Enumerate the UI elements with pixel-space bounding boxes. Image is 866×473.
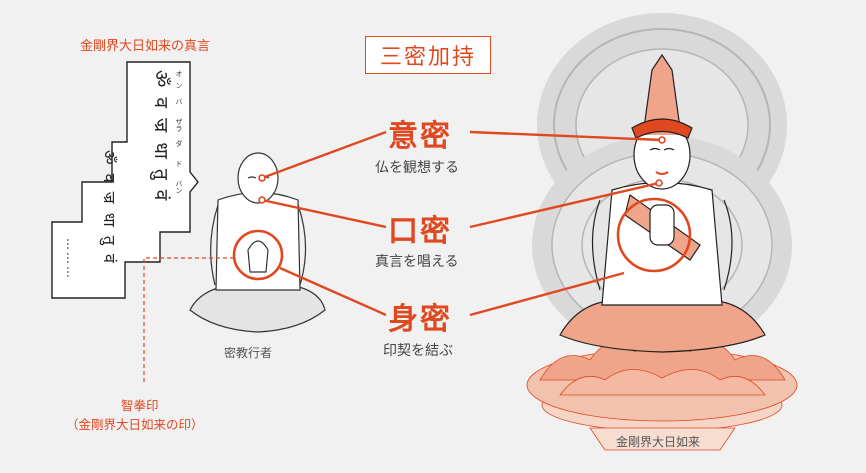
speech-mystery-desc: 真言を唱える	[375, 254, 459, 270]
mantra-speech-bubble	[51, 61, 199, 299]
mantra-column-1: ॐ व ज्र धा तु वं	[150, 70, 172, 203]
practitioner-figure	[189, 152, 326, 333]
mudra-leader-line	[143, 257, 234, 385]
ruby-o: オ	[175, 70, 183, 77]
mudra-label-line1: 智拳印	[121, 398, 159, 413]
mudra-label-line2: （金剛界大日如来の印）	[66, 417, 204, 432]
ruby-ba: バ	[175, 98, 183, 105]
mind-mystery-desc: 仏を観想する	[375, 160, 459, 176]
mantra-column-2: ॐ व ज्र धा तु वं	[100, 150, 119, 265]
ruby-do: ド	[175, 160, 183, 167]
ruby-da: ダ	[175, 140, 183, 147]
buddha-caption: 金剛界大日如来	[616, 435, 701, 449]
ruby-n: ン	[175, 82, 183, 89]
lotus-pedestal	[526, 336, 798, 451]
body-mystery-label: 身密	[388, 302, 452, 337]
ruby-zara: ザラ	[175, 118, 183, 132]
connector-dots	[258, 136, 666, 204]
dainichi-buddha-figure	[559, 53, 766, 353]
mantra-ellipsis: ………	[64, 238, 78, 280]
body-mystery-desc: 印契を結ぶ	[383, 343, 453, 359]
mantra-heading: 金剛界大日如来の真言	[80, 39, 211, 54]
mind-mystery-label: 意密	[388, 119, 452, 154]
speech-mystery-label: 口密	[388, 214, 452, 249]
connector-lines	[232, 130, 692, 317]
ruby-ban: バン	[175, 180, 183, 194]
page-title: 三密加持	[365, 36, 491, 74]
practitioner-caption: 密教行者	[224, 346, 273, 360]
